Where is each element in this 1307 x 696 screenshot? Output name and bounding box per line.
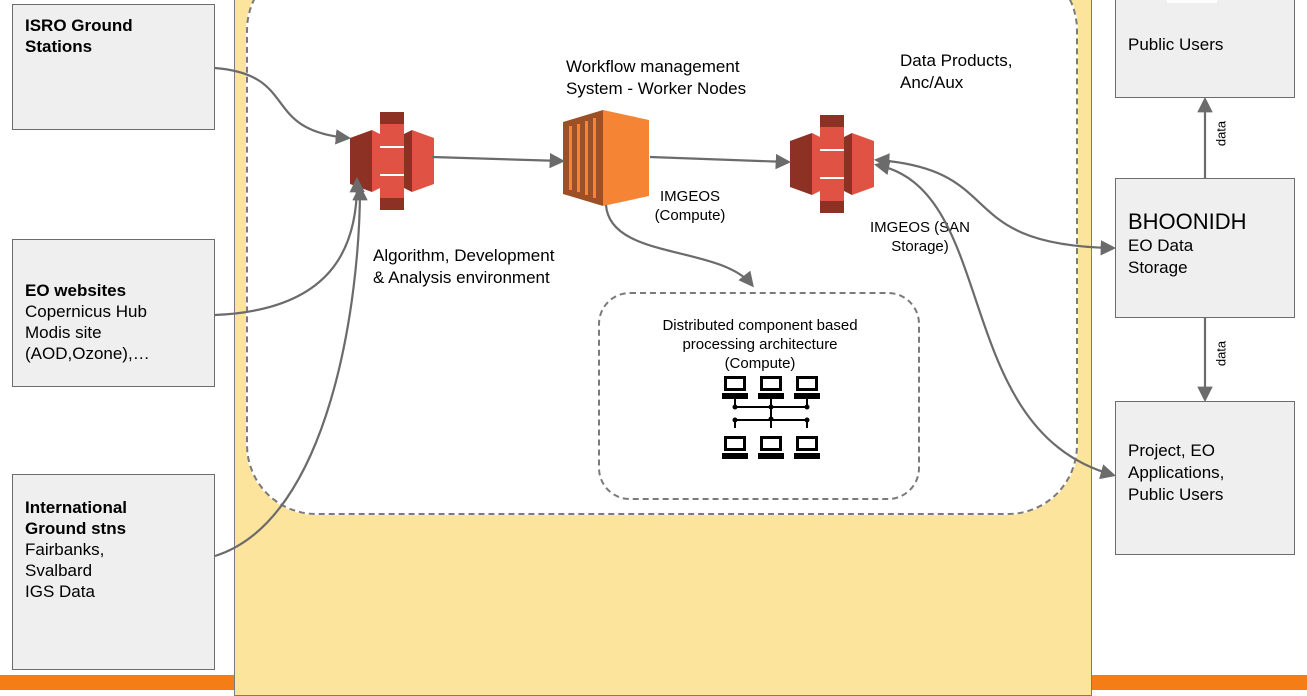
arrow-s3-to-ec2 [431, 152, 566, 169]
distributed-label: Distributed component based processing a… [610, 316, 910, 373]
workflow-line: Workflow management [566, 57, 740, 76]
data-products-line: Anc/Aux [900, 73, 964, 92]
project-applications-box: Project, EO Applications, Public Users [1115, 401, 1295, 555]
data-products-line: Data Products, [900, 51, 1013, 70]
project-line: Project, EO [1128, 441, 1215, 460]
workflow-line: System - Worker Nodes [566, 79, 747, 98]
algorithm-line: Algorithm, Development [373, 246, 555, 265]
imgeos-compute-line: IMGEOS [659, 188, 720, 205]
distributed-line: Distributed component based [662, 317, 858, 334]
isro-ground-stations-box: ISRO Ground Stations [12, 4, 215, 130]
project-line: Public Users [1128, 485, 1224, 504]
intl-line: Fairbanks, [25, 540, 105, 559]
isro-title: ISRO Ground Stations [25, 16, 133, 56]
workflow-label: Workflow management System - Worker Node… [566, 56, 806, 100]
arrow-s3-project [873, 159, 1116, 480]
eo-line: Copernicus Hub [25, 302, 147, 321]
intl-title: International Ground stns [25, 498, 128, 538]
eo-line: (AOD,Ozone),… [25, 344, 150, 363]
project-line: Applications, [1128, 463, 1225, 482]
arrow-s3-bhoonidh [873, 153, 1117, 256]
arrow-eo-to-s3 [214, 176, 365, 317]
distributed-line: (Compute) [724, 355, 796, 372]
bhoonidh-line: Storage [1128, 258, 1188, 277]
data-products-label: Data Products, Anc/Aux [900, 50, 1080, 94]
s3-storage-icon [790, 115, 874, 213]
bhoonidh-title: BHOONIDH [1128, 209, 1247, 234]
public-users-label: Public Users [1128, 35, 1224, 54]
arrow-ec2-to-s3 [649, 153, 792, 170]
distributed-line: processing architecture [682, 336, 838, 353]
algorithm-label: Algorithm, Development & Analysis enviro… [373, 245, 613, 289]
arrow-ec2-to-distributed [604, 204, 754, 288]
arrow-isro-to-s3 [214, 66, 352, 145]
intl-line: IGS Data [25, 582, 95, 601]
eo-title: EO websites [25, 281, 127, 300]
public-users-notch [1167, 0, 1217, 3]
bhoonidh-line: EO Data [1128, 236, 1194, 255]
imgeos-compute-line: (Compute) [654, 207, 726, 224]
eo-websites-box: EO websites Copernicus Hub Modis site (A… [12, 239, 215, 387]
international-ground-stations-box: International Ground stns Fairbanks, Sva… [12, 474, 215, 670]
arrow-intl-to-s3 [214, 184, 368, 558]
bhoonidh-box: BHOONIDH EO Data Storage [1115, 178, 1295, 318]
public-users-box: Public Users [1115, 0, 1295, 98]
eo-line: Modis site [25, 323, 102, 342]
algorithm-line: & Analysis environment [373, 268, 550, 287]
imgeos-compute-label: IMGEOS (Compute) [640, 187, 740, 225]
ec2-compute-icon [563, 110, 649, 206]
s3-bucket-icon [350, 112, 434, 210]
network-computers-icon [722, 376, 820, 459]
intl-line: Svalbard [25, 561, 93, 580]
